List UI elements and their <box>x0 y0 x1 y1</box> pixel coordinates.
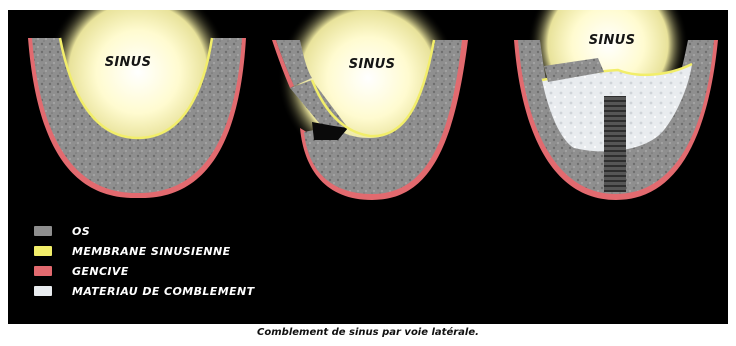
legend-label: MATERIAU DE COMBLEMENT <box>72 285 255 298</box>
legend: OS MEMBRANE SINUSIENNE GENCIVE MATERIAU … <box>34 221 255 301</box>
sinus-label: SINUS <box>105 55 152 70</box>
legend-item-membrane: MEMBRANE SINUSIENNE <box>34 241 255 261</box>
sinus-lift-illustration: SINUS SINUS <box>8 10 728 324</box>
legend-item-graft: MATERIAU DE COMBLEMENT <box>34 281 255 301</box>
legend-item-bone: OS <box>34 221 255 241</box>
dental-implant <box>604 96 626 192</box>
sinus-label: SINUS <box>589 33 636 48</box>
legend-swatch-graft <box>34 286 52 296</box>
legend-swatch-membrane <box>34 246 52 256</box>
figure-caption: Comblement de sinus par voie latérale. <box>0 327 736 338</box>
panel-graft-implant: SINUS <box>514 10 718 200</box>
legend-item-gum: GENCIVE <box>34 261 255 281</box>
panel-lateral-window: SINUS <box>272 10 468 200</box>
legend-swatch-bone <box>34 226 52 236</box>
panel-intact-sinus: SINUS <box>28 10 246 198</box>
legend-label: GENCIVE <box>72 265 129 278</box>
legend-label: MEMBRANE SINUSIENNE <box>72 245 231 258</box>
legend-swatch-gum <box>34 266 52 276</box>
legend-label: OS <box>72 225 90 238</box>
sinus-label: SINUS <box>349 57 396 72</box>
